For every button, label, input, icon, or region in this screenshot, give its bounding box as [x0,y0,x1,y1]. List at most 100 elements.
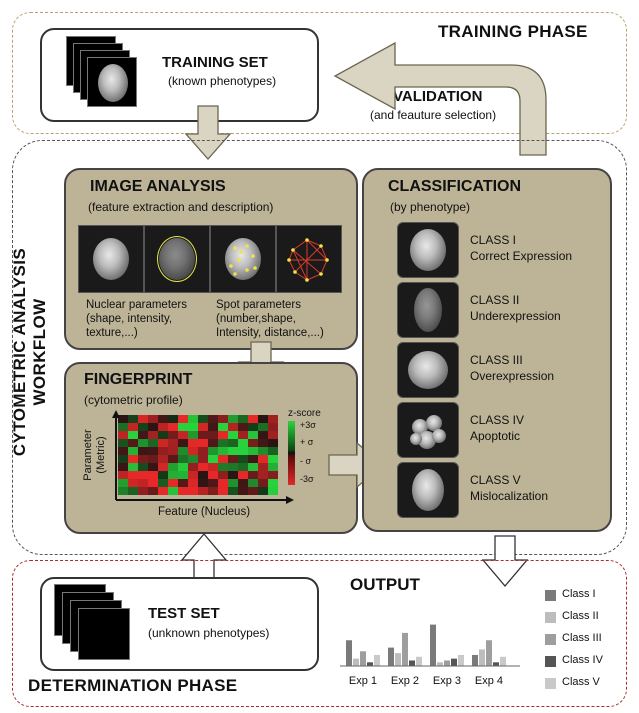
heatmap-cell [208,447,218,455]
heatmap-cell [258,463,268,471]
heatmap-cell [268,487,278,495]
heatmap-cell [258,415,268,423]
heatmap-cell [188,463,198,471]
heatmap-cell [118,487,128,495]
heatmap-cell [178,415,188,423]
heatmap-cell [258,487,268,495]
heatmap-cell [128,479,138,487]
zscore-tick-1: +3σ [300,420,316,430]
heatmap-cell [178,431,188,439]
heatmap-cell [218,463,228,471]
heatmap-cell [148,471,158,479]
heatmap-cell [218,423,228,431]
heatmap-cell [268,471,278,479]
heatmap-cell [158,447,168,455]
class-image [397,342,459,398]
training-set-title: TRAINING SET [162,54,268,71]
heatmap-cell [248,471,258,479]
heatmap-cell [228,423,238,431]
test-set-subtitle: (unknown phenotypes) [148,626,270,640]
heatmap-cell [118,415,128,423]
image-analysis-subtitle: (feature extraction and description) [88,200,274,214]
heatmap-cell [238,471,248,479]
heatmap-cell [208,463,218,471]
zscore-tick-3: - σ [300,456,312,466]
spot-parameters-label: Spot parameters (number,shape, Intensity… [216,299,324,339]
heatmap-cell [228,463,238,471]
heatmap-cell [168,431,178,439]
output-bar [486,640,492,666]
nucleus-contour-image [144,225,210,293]
class-image [397,462,459,518]
output-bar [416,656,422,666]
heatmap-cell [188,471,198,479]
heatmap-cell [188,423,198,431]
heatmap-cell [208,479,218,487]
output-bar [472,654,478,666]
output-category-label: Exp 3 [433,675,461,687]
nucleus-raw-image [78,225,144,293]
heatmap-cell [138,487,148,495]
heatmap-cell [168,471,178,479]
heatmap-cell [268,455,278,463]
heatmap-cell [258,447,268,455]
heatmap-cell [138,479,148,487]
zscore-title: z-score [288,408,321,419]
heatmap-cell [158,439,168,447]
training-image-stack-icon [66,36,137,107]
heatmap-cell [138,463,148,471]
heatmap-cell [168,439,178,447]
heatmap-cell [138,415,148,423]
legend-swatch [545,678,556,689]
determination-phase-title: DETERMINATION PHASE [28,676,238,695]
output-bar [437,662,443,666]
heatmap-cell [268,479,278,487]
classification-title: CLASSIFICATION [388,178,522,195]
determination-phase-region [12,560,627,707]
heatmap-cell [238,439,248,447]
heatmap-cell [218,479,228,487]
heatmap-cell [218,431,228,439]
heatmap-cell [148,487,158,495]
output-bar [451,658,457,666]
heatmap-cell [218,447,228,455]
output-title: OUTPUT [350,575,420,594]
workflow-region [12,140,627,555]
validation-title: VALIDATION [393,88,483,105]
heatmap-cell [258,423,268,431]
legend-swatch [545,656,556,667]
legend-label: Class II [562,610,599,622]
output-bar [388,647,394,666]
output-bar [409,660,415,666]
heatmap-cell [228,439,238,447]
output-category-label: Exp 1 [349,675,377,687]
legend-swatch [545,590,556,601]
heatmap-cell [138,431,148,439]
spot-detection-image [210,225,276,293]
heatmap-cell [158,415,168,423]
heatmap-cell [268,423,278,431]
heatmap-cell [258,439,268,447]
output-bar [353,658,359,666]
heatmap-cell [198,455,208,463]
heatmap-cell [128,423,138,431]
heatmap-cell [168,447,178,455]
down-arrow-training [184,105,232,160]
heatmap-cell [248,487,258,495]
validation-subtitle: (and feauture selection) [370,108,497,122]
test-image-stack-icon [54,584,134,662]
heatmap-cell [148,439,158,447]
heatmap-cell [128,471,138,479]
heatmap-cell [258,431,268,439]
output-category-label: Exp 4 [475,675,503,687]
output-bar [430,624,436,666]
heatmap-cell [168,479,178,487]
heatmap-cell [188,479,198,487]
heatmap-cell [208,431,218,439]
heatmap-cell [238,479,248,487]
classification-subtitle: (by phenotype) [390,200,471,214]
heatmap-cell [238,423,248,431]
